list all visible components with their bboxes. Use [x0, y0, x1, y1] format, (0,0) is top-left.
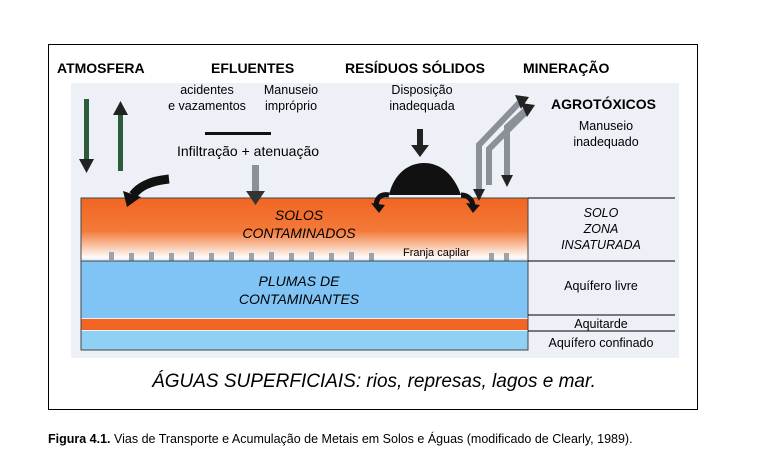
layer-label-solos-line1: SOLOS: [274, 207, 324, 223]
label-acidentes-line2: e vazamentos: [168, 99, 246, 113]
label-franja-capilar: Franja capilar: [403, 247, 470, 259]
figure-caption: Figura 4.1. Vias de Transporte e Acumula…: [48, 432, 633, 446]
header-mineracao: MINERAÇÃO: [523, 60, 610, 76]
soil-layer: [81, 198, 528, 258]
effluent-bar: [205, 132, 271, 135]
layer-label-plumas-line1: PLUMAS DE: [258, 273, 340, 289]
confined-aquifer-layer: [81, 331, 528, 350]
layer-label-solos-line2: CONTAMINADOS: [242, 225, 356, 241]
label-acidentes: acidentes e vazamentos: [159, 82, 255, 114]
caption-label: Figura 4.1.: [48, 432, 111, 446]
label-manuseio-line2: impróprio: [264, 99, 318, 113]
diagram-canvas: [71, 83, 679, 358]
label-agro-manuseio-line2: inadequado: [573, 135, 639, 149]
agrochemical-arrows: [473, 95, 535, 201]
layer-label-plumas: PLUMAS DE CONTAMINANTES: [199, 272, 399, 308]
header-residuos-solidos: RESÍDUOS SÓLIDOS: [345, 60, 486, 76]
side-label-solo: SOLO: [583, 206, 619, 220]
label-disposicao: Disposição inadequada: [377, 82, 467, 114]
figure-frame: ATMOSFERA EFLUENTES RESÍDUOS SÓLIDOS MIN…: [48, 44, 698, 410]
header-efluentes: EFLUENTES: [211, 60, 295, 76]
aquifer-layer: [81, 261, 528, 318]
side-label-aquifero-confinado: Aquífero confinado: [548, 336, 654, 350]
side-label-zona: ZONA: [583, 222, 619, 236]
label-disposicao-line2: inadequada: [389, 99, 455, 113]
side-label-zona-insaturada: SOLO ZONA INSATURADA: [531, 205, 671, 253]
infiltration-arrow: [246, 165, 265, 205]
waste-mound: [389, 163, 461, 195]
solid-waste-arrow: [411, 129, 429, 157]
label-agro-manuseio: Manuseio inadequado: [557, 118, 655, 150]
capillary-fringe: [109, 252, 509, 265]
label-infiltracao: Infiltração + atenuação: [177, 143, 320, 159]
label-manuseio-line1: Manuseio: [263, 83, 319, 97]
aquitard-layer: [81, 319, 528, 330]
side-label-aquitarde: Aquitarde: [574, 317, 628, 331]
layer-label-solos: SOLOS CONTAMINADOS: [209, 206, 389, 242]
atmosphere-curved-arrow: [123, 174, 170, 207]
layer-block-outline: [80, 197, 529, 351]
side-label-aquifero-livre: Aquífero livre: [564, 279, 638, 293]
label-agrotoxicos: AGROTÓXICOS: [551, 96, 657, 112]
label-acidentes-line1: acidentes: [180, 83, 234, 97]
label-agro-manuseio-line1: Manuseio: [578, 119, 634, 133]
layer-label-plumas-line2: CONTAMINANTES: [238, 291, 360, 307]
label-disposicao-line1: Disposição: [391, 83, 453, 97]
header-atmosfera: ATMOSFERA: [57, 60, 145, 76]
label-aguas-superficiais: ÁGUAS SUPERFICIAIS: rios, represas, lago…: [152, 371, 596, 392]
atmosphere-up-arrow: [113, 101, 128, 171]
label-manuseio-improprio: Manuseio impróprio: [255, 82, 327, 114]
caption-text: Vias de Transporte e Acumulação de Metai…: [110, 432, 633, 446]
side-dividers: [528, 197, 675, 332]
atmosphere-down-arrow: [79, 99, 94, 173]
side-label-insaturada: INSATURADA: [561, 238, 641, 252]
